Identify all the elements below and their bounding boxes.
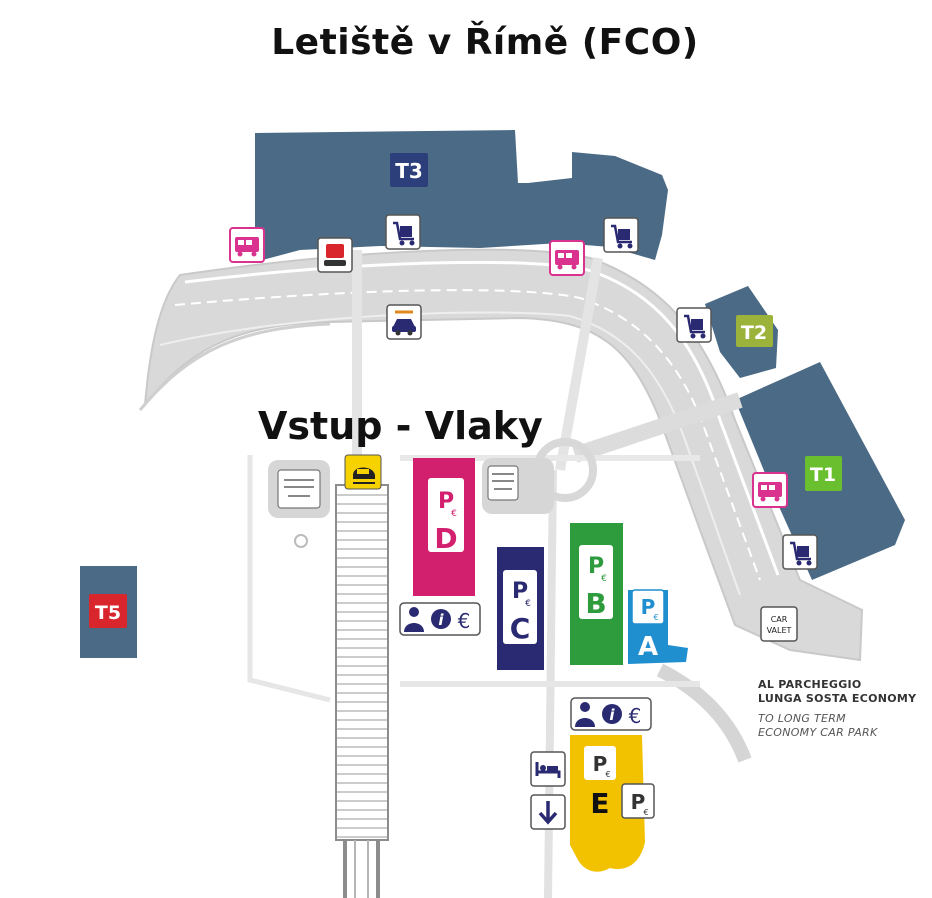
svg-text:T3: T3 xyxy=(395,159,423,183)
parking-sign-b: P € B xyxy=(579,545,613,620)
svg-text:€: € xyxy=(643,808,648,817)
svg-text:i: i xyxy=(438,611,444,629)
svg-text:P: P xyxy=(631,790,646,814)
svg-text:C: C xyxy=(510,612,531,645)
terminal-badge-t1: T1 xyxy=(805,456,842,491)
road-lane-line-2 xyxy=(174,289,761,581)
svg-text:€: € xyxy=(601,574,607,584)
svg-text:E: E xyxy=(590,787,609,820)
info-badge-upper: i € xyxy=(399,602,481,636)
parking-sign-a: P € A xyxy=(631,589,665,662)
walkway-vertical-2 xyxy=(555,257,603,471)
road-lane-line-3 xyxy=(159,311,741,596)
svg-text:€: € xyxy=(525,599,531,609)
arrow-down-icon xyxy=(530,794,566,830)
svg-text:P: P xyxy=(588,554,604,579)
info-badge-lower: i € xyxy=(570,697,652,731)
access-road-lower-right xyxy=(656,663,752,763)
economy-parking-it-line-1: AL PARCHEGGIO xyxy=(758,678,862,691)
info-icon xyxy=(602,704,622,724)
economy-parking-it-line-2: LUNGA SOSTA ECONOMY xyxy=(758,692,917,705)
hotel-icon xyxy=(530,751,566,787)
parking-sign-e-extra: P € xyxy=(621,783,655,819)
svg-text:P: P xyxy=(641,595,656,619)
parking-sign-d: P € D xyxy=(428,478,464,555)
economy-parking-en-line-1: TO LONG TERM xyxy=(758,712,846,725)
svg-text:A: A xyxy=(638,632,658,662)
parking-signs: P € D P € C P € B P € A P € E xyxy=(428,478,665,820)
ticket-machine-icon xyxy=(482,458,554,514)
svg-text:P: P xyxy=(593,752,608,776)
svg-text:T2: T2 xyxy=(741,322,767,344)
svg-text:€: € xyxy=(451,509,457,519)
page-title: Letiště v Římě (FCO) xyxy=(271,22,699,63)
parking-sign-c: P € C xyxy=(503,570,537,645)
person-icon xyxy=(575,702,595,727)
terminal-badge-t5: T5 xyxy=(89,594,127,628)
svg-text:€: € xyxy=(458,609,471,633)
ticket-machine-icon xyxy=(268,460,330,548)
svg-text:P: P xyxy=(438,489,454,514)
baggage-trolley-icon xyxy=(603,217,639,253)
svg-text:€: € xyxy=(629,704,642,728)
terminal-t3-building xyxy=(255,130,668,262)
svg-text:€: € xyxy=(605,770,610,779)
terminal-badges: T3 T2 T1 T5 xyxy=(89,153,842,628)
bus-icon xyxy=(229,227,265,263)
terminal-badge-t2: T2 xyxy=(736,315,773,347)
entrance-trains-label: Vstup - Vlaky xyxy=(258,404,543,448)
terminal-badge-t3: T3 xyxy=(390,153,428,187)
economy-parking-en-line-2: ECONOMY CAR PARK xyxy=(758,726,878,739)
svg-text:€: € xyxy=(653,613,658,622)
train-icon xyxy=(344,454,382,490)
parking-sign-e: P € E xyxy=(584,746,616,820)
svg-text:T5: T5 xyxy=(95,602,121,624)
svg-text:B: B xyxy=(585,587,606,620)
car-rental-icon xyxy=(386,304,422,340)
baggage-trolley-icon xyxy=(782,534,818,570)
baggage-trolley-icon xyxy=(385,214,421,250)
svg-text:i: i xyxy=(609,706,615,724)
taxi-icon xyxy=(317,237,353,273)
svg-text:P: P xyxy=(512,579,528,604)
bus-icon xyxy=(549,240,585,276)
info-badges: i € i € xyxy=(399,602,652,731)
side-road-left xyxy=(247,455,331,703)
baggage-trolley-icon xyxy=(676,307,712,343)
service-icons: CAR VALET xyxy=(229,214,818,830)
svg-text:CAR: CAR xyxy=(771,615,788,624)
train-walkway xyxy=(335,484,389,898)
info-icon xyxy=(431,609,451,629)
bus-icon xyxy=(752,472,788,508)
access-road-left xyxy=(138,322,331,411)
svg-text:VALET: VALET xyxy=(767,626,792,635)
svg-text:T1: T1 xyxy=(810,464,836,486)
access-road-to-t1 xyxy=(572,392,743,463)
svg-text:D: D xyxy=(434,522,457,555)
person-icon xyxy=(404,607,424,632)
car-valet-icon: CAR VALET xyxy=(760,606,798,642)
